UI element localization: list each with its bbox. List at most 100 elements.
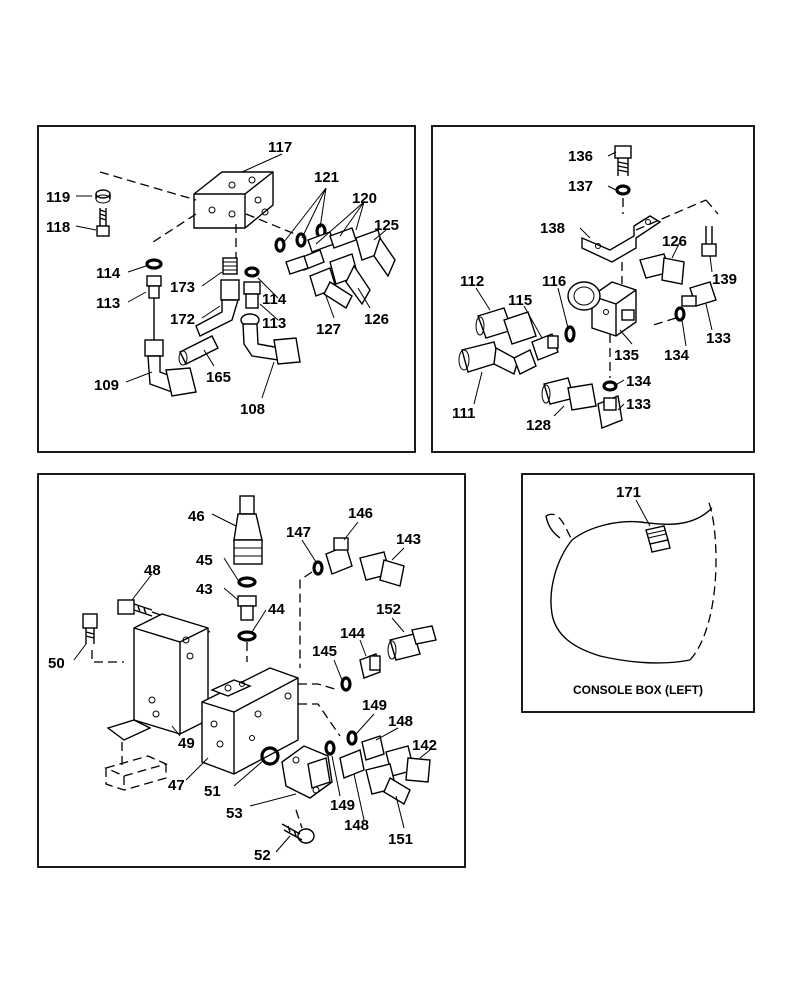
part-label: 127: [316, 321, 341, 338]
part-label: 113: [96, 295, 120, 312]
part-label: 142: [412, 737, 437, 754]
valve-135: [567, 281, 637, 337]
part-label: 52: [254, 847, 271, 864]
o-ring-134-upper: [674, 306, 686, 322]
part-label: 147: [286, 524, 311, 541]
part-label: 144: [340, 625, 366, 642]
o-ring-44: [237, 630, 257, 642]
adapter-113-left: [146, 275, 162, 299]
panel-bottom-left: 46 147 146 143 45 48 43 44 50 152 144 14…: [37, 473, 466, 868]
part-label: 125: [374, 217, 399, 234]
panel-bottom-right: 171 CONSOLE BOX (LEFT): [521, 473, 755, 713]
part-label: 53: [226, 805, 243, 822]
part-label: 44: [268, 601, 285, 618]
elbow-146: [325, 537, 353, 575]
part-label: 137: [568, 178, 593, 195]
hose-elbow-111: [458, 341, 537, 376]
adapter-113-mid: [243, 281, 261, 309]
elbow-133-lower: [597, 395, 623, 429]
switch-171: [645, 525, 671, 553]
part-label: 116: [542, 273, 566, 290]
part-label: 51: [204, 783, 221, 800]
part-label: 136: [568, 148, 593, 165]
part-label: 114: [96, 265, 121, 282]
part-label: 111: [452, 405, 475, 422]
o-ring-149-lower: [324, 740, 336, 756]
o-ring-134-lower: [602, 380, 618, 392]
fitting-148-upper: [361, 735, 385, 761]
bolt-136: [614, 145, 632, 176]
part-label: 113: [262, 315, 286, 332]
valve-block-117: [193, 171, 274, 229]
part-label: 48: [144, 562, 161, 579]
part-label: 138: [540, 220, 565, 237]
part-label: 135: [614, 347, 639, 364]
fitting-289: [285, 255, 309, 275]
bolt-50: [82, 613, 98, 644]
part-label: 46: [188, 508, 205, 525]
part-label: 47: [168, 777, 185, 794]
part-label: 133: [626, 396, 651, 413]
part-label: 126: [364, 311, 389, 328]
part-label: 119: [46, 189, 70, 206]
part-label: 112: [460, 273, 484, 290]
part-label: 118: [46, 219, 70, 236]
part-label: 109: [94, 377, 119, 394]
part-label: 121: [314, 169, 339, 186]
bolt-48: [117, 599, 153, 617]
part-label: 115: [508, 292, 532, 309]
console-box-outline: [545, 499, 717, 664]
bolt-118: [96, 208, 110, 237]
o-ring-51: [260, 746, 280, 766]
part-label: 143: [396, 531, 421, 548]
console-box-caption: CONSOLE BOX (LEFT): [573, 683, 703, 697]
flange-53: [281, 745, 333, 799]
hose-end-125: [355, 229, 396, 278]
hose-end-127: [309, 267, 353, 310]
part-label: 108: [240, 401, 265, 418]
part-label: 149: [362, 697, 387, 714]
part-label: 134: [626, 373, 652, 390]
o-ring-114-mid: [244, 266, 260, 278]
bolt-52: [281, 823, 315, 844]
o-ring-145: [340, 676, 352, 692]
hose-end-151: [365, 763, 411, 806]
bolt-139: [701, 226, 717, 257]
fitting-148-lower: [339, 749, 365, 779]
fitting-144: [359, 653, 381, 679]
part-label: 133: [706, 330, 731, 347]
part-label: 145: [312, 643, 337, 660]
hose-end-128: [541, 377, 597, 411]
valve-block-47: [201, 667, 299, 775]
part-label: 49: [178, 735, 195, 752]
panel-top-right: 136 137 138 126 139 112 116 115 133 135 …: [431, 125, 755, 453]
panel-top-left: 117 121 120 119 118 125 114 113 173 172 …: [37, 125, 416, 453]
o-ring-121b: [295, 232, 307, 248]
o-ring-116: [564, 325, 576, 343]
part-label: 149: [330, 797, 355, 814]
bracket-49: [106, 613, 209, 741]
adapter-173: [222, 257, 238, 275]
part-label: 134: [664, 347, 690, 364]
hose-end-152: [387, 625, 437, 661]
solenoid-46: [233, 495, 263, 565]
part-label: 148: [388, 713, 413, 730]
connector-172: [195, 279, 240, 337]
o-ring-45: [237, 576, 257, 588]
hose-end-112: [475, 307, 537, 345]
elbow-133-upper: [681, 281, 717, 307]
elbow-109: [144, 339, 197, 397]
part-label: 146: [348, 505, 373, 522]
hose-165: [178, 335, 219, 366]
part-label: 117: [268, 139, 292, 156]
part-label: 114: [262, 291, 287, 308]
part-label: 173: [170, 279, 195, 296]
lock-washer-137: [615, 184, 631, 196]
adapter-43: [237, 595, 257, 621]
part-label: 128: [526, 417, 551, 434]
o-ring-147: [312, 560, 324, 576]
hose-end-143: [359, 551, 405, 587]
part-label: 172: [170, 311, 195, 328]
part-label: 171: [616, 484, 641, 501]
